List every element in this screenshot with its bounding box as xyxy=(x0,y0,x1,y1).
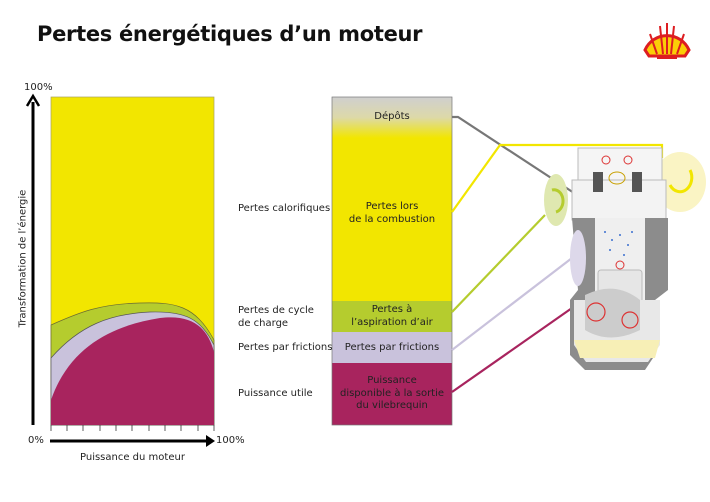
breakdown-bar xyxy=(331,96,453,426)
bar-friction xyxy=(332,332,452,363)
bar-air-intake xyxy=(332,301,452,332)
bar-useful xyxy=(332,363,452,425)
bar-label-combustion-2: de la combustion xyxy=(348,213,436,225)
shell-logo xyxy=(643,23,691,59)
category-charge-line2: de charge xyxy=(238,317,289,329)
connector-useful xyxy=(451,307,573,393)
bar-label-air-1: Pertes à xyxy=(371,304,413,315)
bar-label-useful-1: Puissance xyxy=(367,375,417,386)
connector-friction xyxy=(451,257,573,351)
category-useful-power: Puissance utile xyxy=(238,388,313,399)
x-axis-title: Puissance du moteur xyxy=(80,452,185,463)
bar-label-useful-3: du vilebrequin xyxy=(356,400,428,411)
page-title: Pertes énergétiques d’un moteur xyxy=(37,22,423,46)
y-axis-arrow xyxy=(25,93,41,425)
x-axis-start-label: 0% xyxy=(28,435,44,446)
bar-label-air-2: l’aspiration d’air xyxy=(351,316,433,328)
y-axis-title: Transformation de l’énergie xyxy=(17,189,29,328)
bar-deposits xyxy=(332,97,452,138)
bar-label-combustion-1: Pertes lors xyxy=(365,201,419,212)
y-axis-top-label: 100% xyxy=(24,82,53,93)
engine-illustration xyxy=(544,147,706,370)
x-axis-arrow xyxy=(50,435,215,447)
area-useful-power xyxy=(51,317,214,425)
bar-combustion xyxy=(332,138,452,301)
category-heat-losses: Pertes calorifiques xyxy=(238,203,331,214)
area-chart xyxy=(25,93,215,447)
category-charge-line1: Pertes de cycle xyxy=(238,305,314,316)
bar-label-useful-2: disponible à la sortie xyxy=(339,387,445,399)
bar-label-friction: Pertes par frictions xyxy=(344,342,440,353)
x-ticks xyxy=(50,425,215,431)
bar-label-deposits: Dépôts xyxy=(374,111,410,122)
connector-charge xyxy=(451,214,546,313)
x-axis-end-label: 100% xyxy=(216,435,245,446)
category-friction-losses: Pertes par frictions xyxy=(238,342,333,353)
